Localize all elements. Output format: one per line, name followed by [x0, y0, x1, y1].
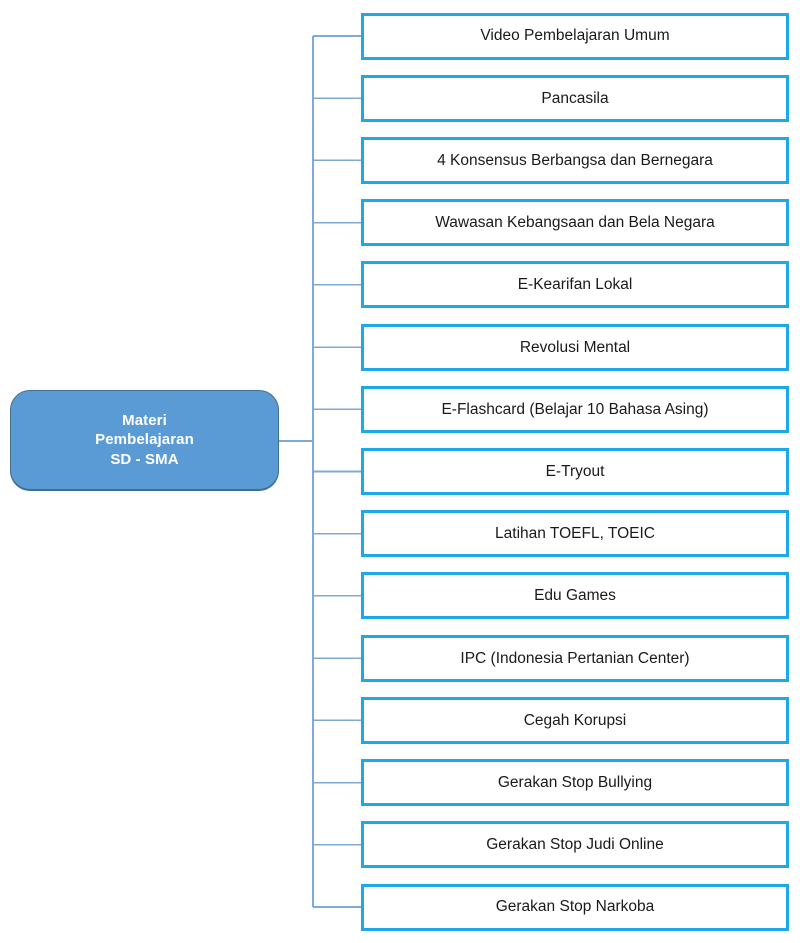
leaf-box-label: Gerakan Stop Narkoba — [495, 898, 655, 916]
leaf-box[interactable]: Pancasila — [361, 74, 789, 122]
leaf-box[interactable]: Edu Games — [361, 572, 789, 620]
leaf-box-label: Edu Games — [534, 587, 616, 605]
leaf-box[interactable]: E-Kearifan Lokal — [361, 261, 789, 309]
leaf-box-label: Video Pembelajaran Umum — [480, 27, 670, 45]
leaf-box[interactable]: Video Pembelajaran Umum — [361, 12, 789, 60]
root-node[interactable]: Materi Pembelajaran SD - SMA — [10, 390, 279, 490]
leaf-box[interactable]: 4 Konsensus Berbangsa dan Bernegara — [361, 136, 789, 184]
leaf-box-label: Wawasan Kebangsaan dan Bela Negara — [435, 214, 715, 232]
leaf-box[interactable]: Gerakan Stop Narkoba — [361, 883, 789, 931]
leaf-box-label: Latihan TOEFL, TOEIC — [495, 525, 655, 543]
leaf-box[interactable]: Gerakan Stop Bullying — [361, 759, 789, 807]
leaf-box-label: Revolusi Mental — [519, 338, 631, 356]
leaf-box[interactable]: Gerakan Stop Judi Online — [361, 821, 789, 869]
leaf-box-label: E-Flashcard (Belajar 10 Bahasa Asing) — [441, 400, 709, 418]
leaf-box-label: E-Tryout — [545, 462, 605, 480]
leaf-box[interactable]: IPC (Indonesia Pertanian Center) — [361, 634, 789, 682]
leaf-box[interactable]: Wawasan Kebangsaan dan Bela Negara — [361, 199, 789, 247]
leaf-box-label: Cegah Korupsi — [523, 711, 627, 729]
leaf-box[interactable]: E-Tryout — [361, 448, 789, 495]
leaf-box-label: E-Kearifan Lokal — [517, 276, 633, 294]
leaf-box-label: Pancasila — [541, 89, 609, 107]
leaf-box[interactable]: E-Flashcard (Belajar 10 Bahasa Asing) — [361, 385, 789, 433]
leaf-box-label: 4 Konsensus Berbangsa dan Bernegara — [437, 151, 713, 169]
leaf-box-label: Gerakan Stop Bullying — [497, 774, 653, 792]
leaf-box-label: Gerakan Stop Judi Online — [486, 836, 664, 854]
leaf-box[interactable]: Cegah Korupsi — [361, 696, 789, 744]
root-node-label: Materi Pembelajaran SD - SMA — [95, 412, 194, 468]
leaf-box[interactable]: Revolusi Mental — [361, 323, 789, 371]
leaf-box-label: IPC (Indonesia Pertanian Center) — [460, 649, 690, 667]
leaf-box[interactable]: Latihan TOEFL, TOEIC — [361, 510, 789, 558]
